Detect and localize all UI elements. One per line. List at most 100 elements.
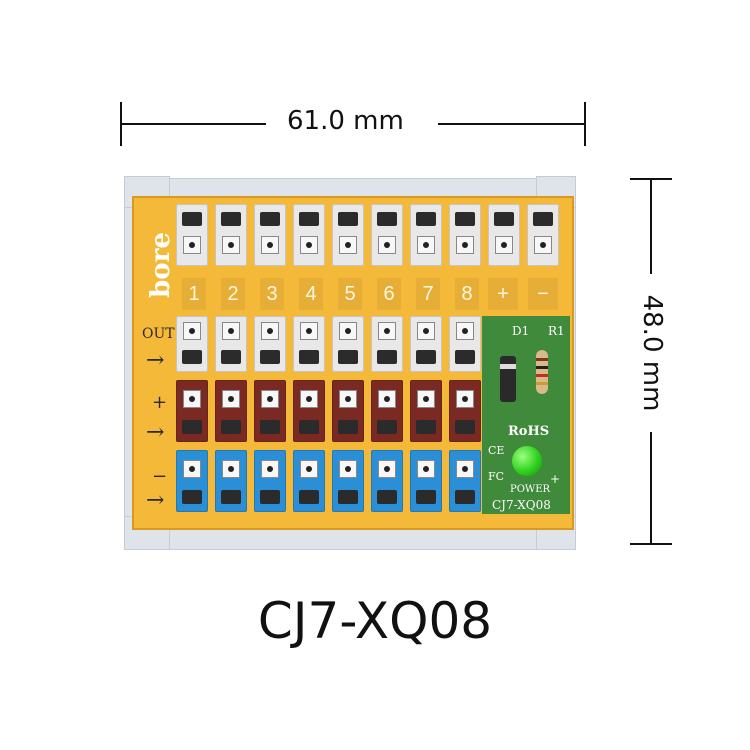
- minus-terminal-2[interactable]: [215, 450, 247, 512]
- out-terminal-4[interactable]: [293, 316, 325, 372]
- out-terminal-5[interactable]: [332, 316, 364, 372]
- screw-icon: [183, 390, 201, 408]
- top-terminal-2[interactable]: [215, 204, 247, 266]
- top-minus-label: −: [528, 278, 558, 310]
- r1-label: R1: [548, 324, 565, 338]
- width-dimension-tick-right: [584, 102, 586, 146]
- screw-icon: [261, 460, 279, 478]
- screw-icon: [339, 390, 357, 408]
- plus-terminal-3[interactable]: [254, 380, 286, 442]
- screw-icon: [222, 322, 240, 340]
- plus-terminal-6[interactable]: [371, 380, 403, 442]
- top-terminal-6[interactable]: [371, 204, 403, 266]
- height-dimension-tick-top: [630, 178, 672, 180]
- wire-slot: [377, 350, 397, 364]
- top-terminal-10[interactable]: [527, 204, 559, 266]
- top-terminal-7[interactable]: [410, 204, 442, 266]
- wire-slot: [338, 420, 358, 434]
- screw-icon: [300, 460, 318, 478]
- out-terminal-2[interactable]: [215, 316, 247, 372]
- channel-number-3: 3: [260, 278, 284, 310]
- width-dimension-line-left: [120, 123, 266, 125]
- plus-terminal-1[interactable]: [176, 380, 208, 442]
- out-terminal-6[interactable]: [371, 316, 403, 372]
- minus-terminal-7[interactable]: [410, 450, 442, 512]
- led-plus-label: +: [550, 472, 561, 486]
- screw-icon: [417, 390, 435, 408]
- top-terminal-5[interactable]: [332, 204, 364, 266]
- minus-terminal-3[interactable]: [254, 450, 286, 512]
- wire-slot: [416, 490, 436, 504]
- screw-icon: [261, 322, 279, 340]
- channel-number-4: 4: [299, 278, 323, 310]
- screw-icon: [339, 460, 357, 478]
- wire-slot: [260, 490, 280, 504]
- wire-slot: [416, 212, 436, 226]
- wire-slot: [221, 420, 241, 434]
- screw-icon: [495, 236, 513, 254]
- out-terminal-3[interactable]: [254, 316, 286, 372]
- ce-label: CE: [488, 444, 505, 457]
- minus-terminal-4[interactable]: [293, 450, 325, 512]
- brand-logo: bore: [145, 232, 176, 298]
- screw-icon: [300, 322, 318, 340]
- plus-terminal-4[interactable]: [293, 380, 325, 442]
- minus-terminal-5[interactable]: [332, 450, 364, 512]
- d1-label: D1: [512, 324, 530, 338]
- screw-icon: [456, 236, 474, 254]
- channel-number-2: 2: [221, 278, 245, 310]
- wire-slot: [416, 350, 436, 364]
- channel-number-8: 8: [455, 278, 479, 310]
- width-dimension-tick-left: [120, 102, 122, 146]
- height-dimension-tick-bottom: [630, 543, 672, 545]
- wire-slot: [260, 212, 280, 226]
- top-terminal-8[interactable]: [449, 204, 481, 266]
- screw-icon: [417, 460, 435, 478]
- screw-icon: [261, 236, 279, 254]
- wire-slot: [377, 212, 397, 226]
- power-indicator-area: [482, 316, 570, 514]
- screw-icon: [339, 236, 357, 254]
- led-icon: [512, 446, 542, 476]
- wire-slot: [182, 420, 202, 434]
- out-terminal-7[interactable]: [410, 316, 442, 372]
- screw-icon: [183, 460, 201, 478]
- screw-icon: [378, 236, 396, 254]
- height-dimension-label: 48.0 mm: [637, 294, 667, 412]
- minus-terminal-8[interactable]: [449, 450, 481, 512]
- resistor-icon: [536, 350, 548, 394]
- screw-icon: [456, 322, 474, 340]
- wire-slot: [338, 212, 358, 226]
- power-label: POWER: [510, 484, 551, 495]
- model-label: CJ7-XQ08: [492, 498, 551, 512]
- wire-slot: [260, 420, 280, 434]
- top-plus-label: +: [488, 278, 518, 310]
- wire-slot: [221, 350, 241, 364]
- screw-icon: [456, 390, 474, 408]
- wire-slot: [221, 490, 241, 504]
- screw-icon: [456, 460, 474, 478]
- top-terminal-1[interactable]: [176, 204, 208, 266]
- top-terminal-4[interactable]: [293, 204, 325, 266]
- minus-terminal-6[interactable]: [371, 450, 403, 512]
- out-terminal-8[interactable]: [449, 316, 481, 372]
- minus-terminal-1[interactable]: [176, 450, 208, 512]
- out-terminal-1[interactable]: [176, 316, 208, 372]
- screw-icon: [222, 460, 240, 478]
- height-dimension-line-top: [650, 178, 652, 274]
- screw-icon: [222, 390, 240, 408]
- wire-slot: [533, 212, 553, 226]
- wire-slot: [182, 350, 202, 364]
- top-terminal-3[interactable]: [254, 204, 286, 266]
- top-terminal-9[interactable]: [488, 204, 520, 266]
- plus-terminal-2[interactable]: [215, 380, 247, 442]
- screw-icon: [183, 322, 201, 340]
- screw-icon: [222, 236, 240, 254]
- plus-terminal-5[interactable]: [332, 380, 364, 442]
- plus-terminal-8[interactable]: [449, 380, 481, 442]
- plus-terminal-7[interactable]: [410, 380, 442, 442]
- out-label: OUT: [142, 326, 175, 342]
- screw-icon: [339, 322, 357, 340]
- channel-number-1: 1: [182, 278, 206, 310]
- wire-slot: [338, 350, 358, 364]
